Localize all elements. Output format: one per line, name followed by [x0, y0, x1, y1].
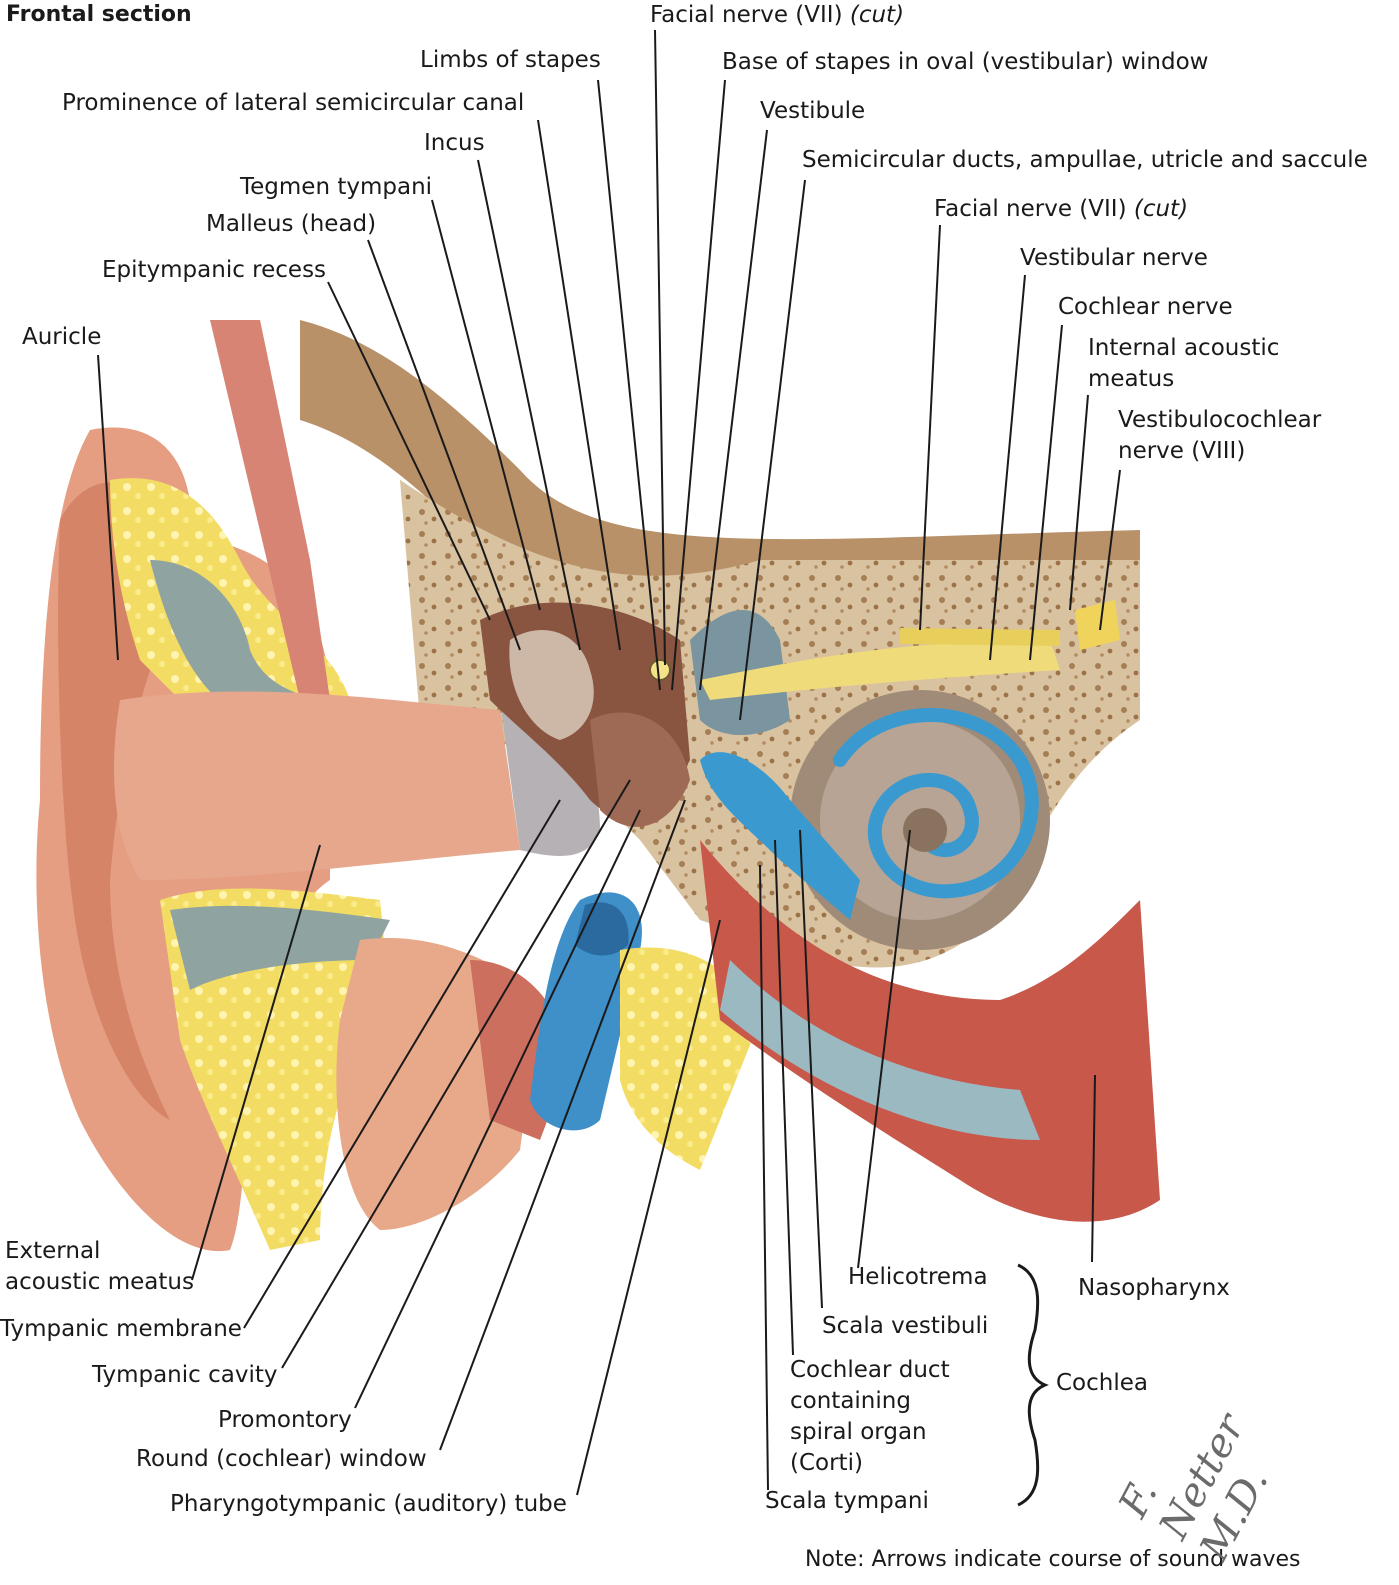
- malleus-incus: [509, 630, 594, 740]
- label-auricle: Auricle: [22, 324, 102, 350]
- stapes-base: [649, 659, 671, 681]
- label-cochlear-duct-1: Cochlear duct: [790, 1357, 950, 1383]
- vestibulocochlear-nerve: [700, 640, 1060, 700]
- label-cochlea: Cochlea: [1056, 1370, 1148, 1396]
- nasopharynx-shape: [700, 840, 1160, 1222]
- temporalis-muscle: [210, 320, 330, 700]
- page-title: Frontal section: [6, 2, 192, 27]
- nasopharynx-lining: [720, 960, 1040, 1140]
- label-vestibulocochlear-1: Vestibulocochlear: [1118, 407, 1322, 433]
- label-cochlear-duct-4: (Corti): [790, 1450, 863, 1476]
- label-tympanic-cavity: Tympanic cavity: [92, 1362, 278, 1388]
- leader-lines: [97, 29, 1121, 1496]
- tube-lumen: [575, 902, 629, 956]
- label-vestibule: Vestibule: [760, 98, 866, 124]
- label-nasopharynx: Nasopharynx: [1078, 1275, 1230, 1301]
- label-vestibular-nerve: Vestibular nerve: [1020, 245, 1208, 271]
- cochlear-duct-spiral: [833, 708, 1039, 899]
- label-limbs-of-stapes: Limbs of stapes: [420, 47, 601, 73]
- label-internal-acoustic-meatus-1: Internal acoustic: [1088, 335, 1280, 361]
- external-meatus: [114, 691, 521, 880]
- label-external-acoustic-2: acoustic meatus: [5, 1269, 194, 1295]
- label-cochlear-nerve: Cochlear nerve: [1058, 294, 1233, 320]
- upper-cartilage-gray: [150, 560, 340, 720]
- label-prominence-lateral-canal: Prominence of lateral semicircular canal: [62, 90, 525, 116]
- tympanic-membrane-shape: [500, 699, 600, 856]
- nerve-viii-stump: [1075, 600, 1120, 650]
- label-scala-vestibuli: Scala vestibuli: [822, 1313, 989, 1339]
- label-helicotrema: Helicotrema: [848, 1264, 988, 1290]
- label-tympanic-membrane: Tympanic membrane: [0, 1316, 242, 1342]
- label-round-window: Round (cochlear) window: [136, 1446, 427, 1472]
- label-epitympanic-recess: Epitympanic recess: [102, 257, 327, 283]
- label-malleus-head: Malleus (head): [206, 211, 377, 237]
- label-semicircular-ducts: Semicircular ducts, ampullae, utricle an…: [802, 147, 1368, 173]
- label-promontory: Promontory: [218, 1407, 352, 1433]
- label-external-acoustic-1: External: [5, 1238, 101, 1264]
- facial-nerve-band: [900, 628, 1060, 646]
- label-base-of-stapes: Base of stapes in oval (vestibular) wind…: [722, 49, 1209, 75]
- label-facial-nerve-right: Facial nerve (VII) (cut): [934, 196, 1189, 222]
- label-cochlear-duct-2: containing: [790, 1388, 911, 1414]
- basal-turn: [700, 752, 860, 920]
- label-facial-nerve-top: Facial nerve (VII) (cut): [650, 2, 905, 28]
- lower-cartilage-gray: [170, 905, 390, 990]
- label-cochlear-duct-3: spiral organ: [790, 1419, 927, 1445]
- label-pharyngotympanic-tube: Pharyngotympanic (auditory) tube: [170, 1491, 567, 1517]
- label-internal-acoustic-meatus-2: meatus: [1088, 366, 1175, 392]
- label-incus: Incus: [424, 130, 485, 156]
- label-vestibulocochlear-2: nerve (VIII): [1118, 438, 1246, 464]
- label-tegmen-tympani: Tegmen tympani: [240, 174, 433, 200]
- figure-note: Note: Arrows indicate course of sound wa…: [805, 1547, 1301, 1572]
- cochlea-center: [903, 808, 947, 852]
- promontory-shape: [590, 712, 690, 827]
- label-scala-tympani: Scala tympani: [765, 1488, 929, 1514]
- cochlea-brace: [1017, 1263, 1049, 1507]
